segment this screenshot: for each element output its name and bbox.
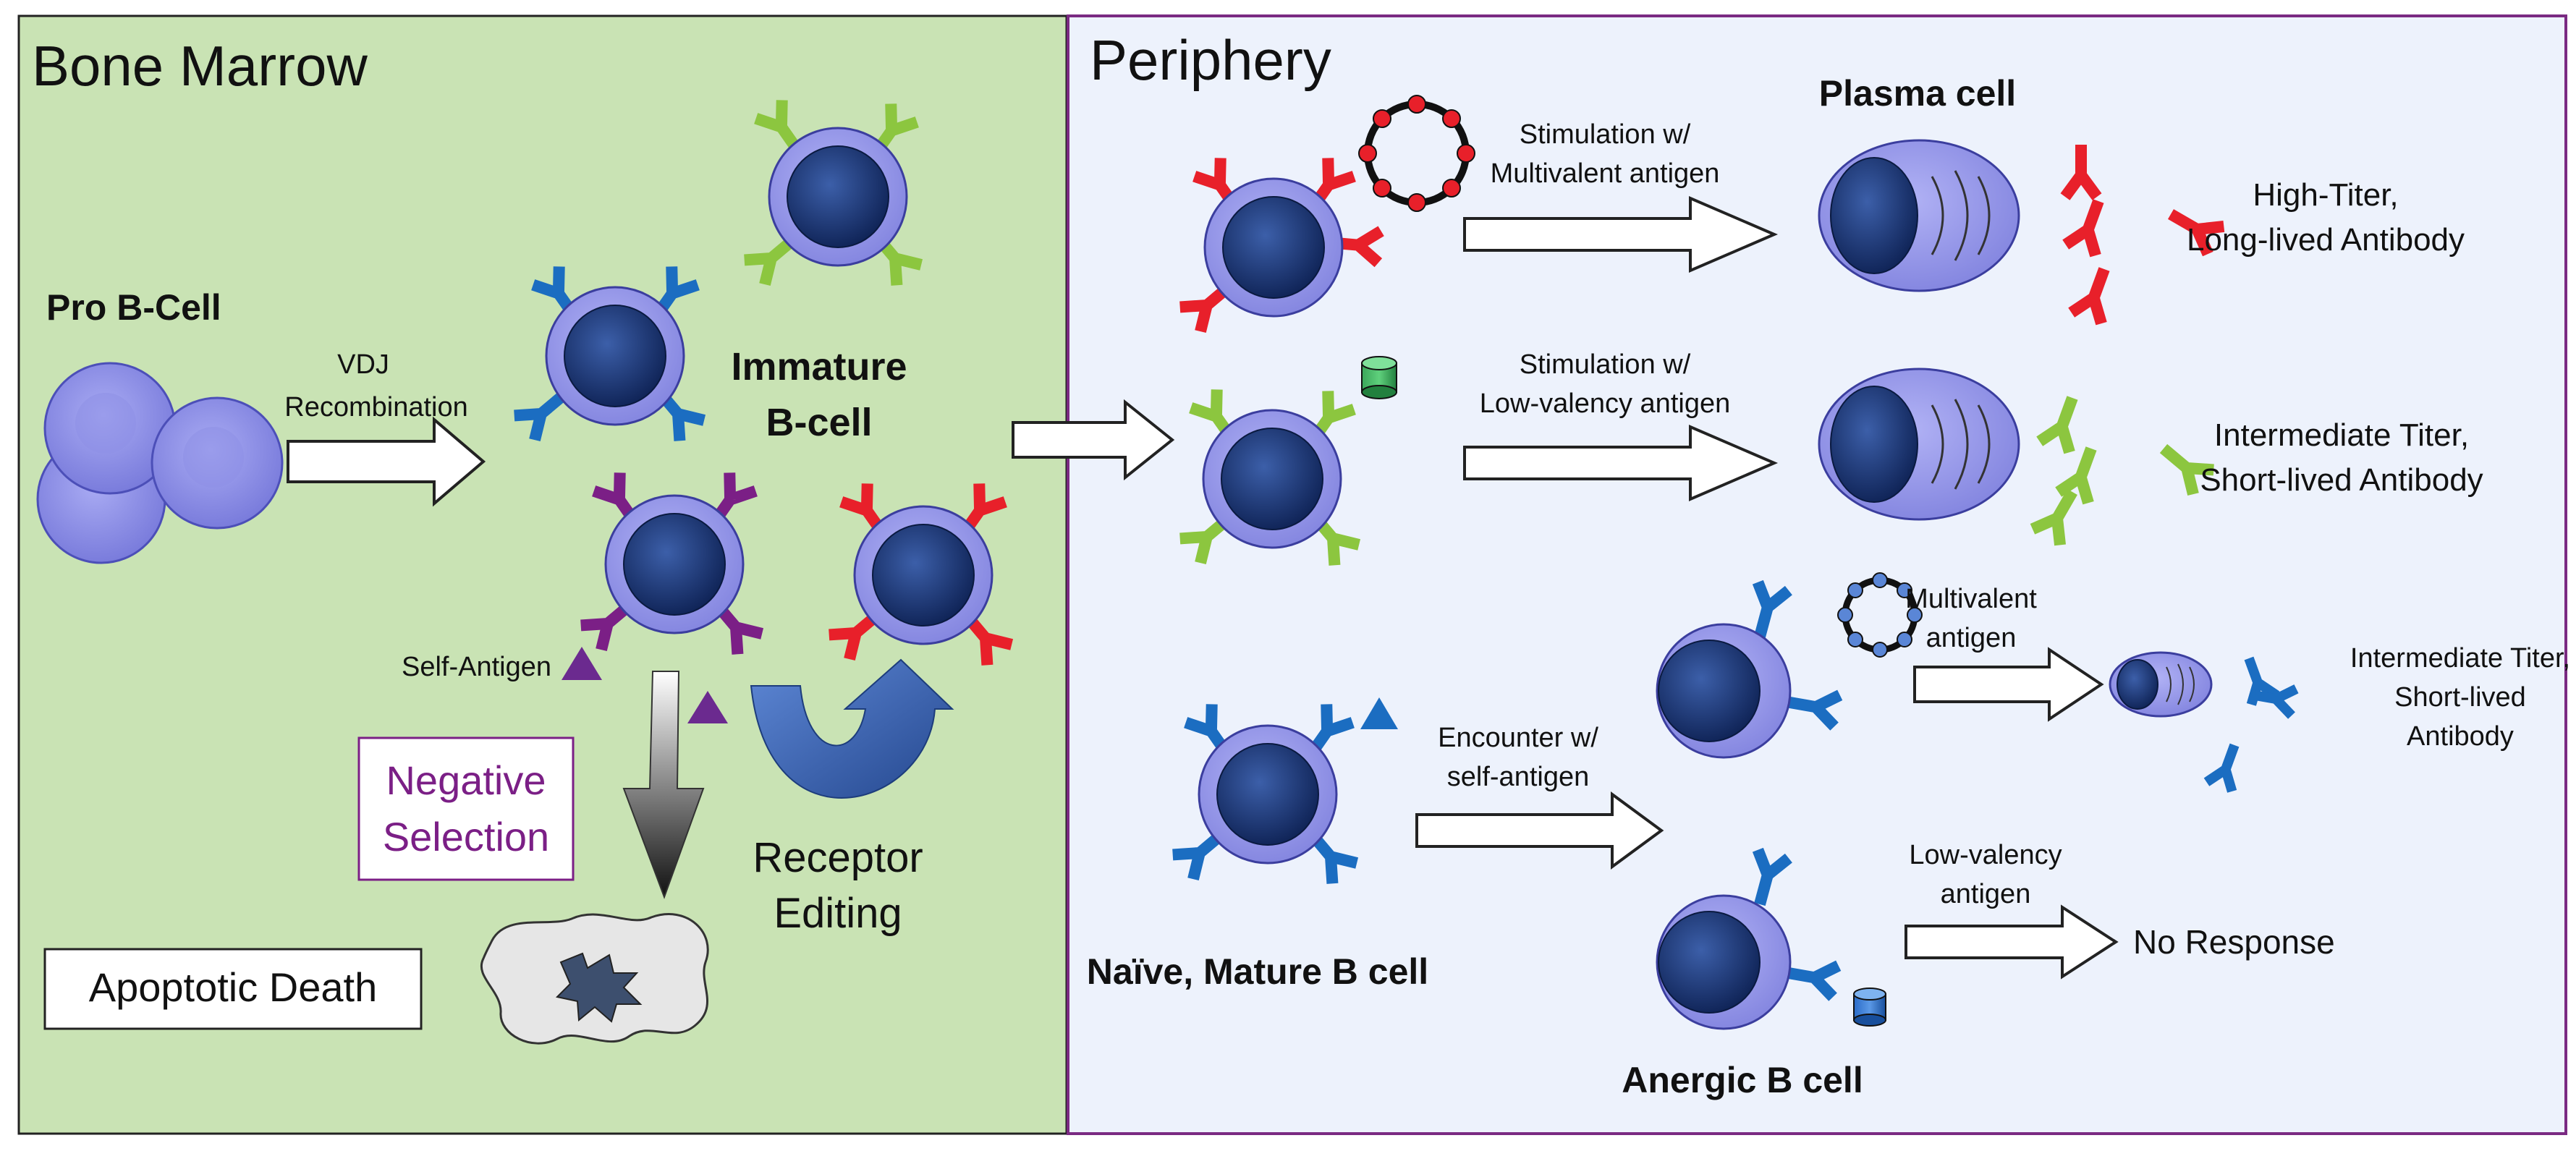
low-valency-antigen-cylinder-icon [1361,356,1397,399]
negative-selection-box [357,736,575,881]
responding-b-cell-icon [1656,582,1840,759]
anergic-b-cell-label: Anergic B cell [1622,1060,1863,1100]
apoptotic-death-label: Apoptotic Death [89,964,377,1010]
vdj-label-line2: Recombination [284,392,467,422]
encounter-self-antigen-arrow [1415,791,1664,870]
naive-mature-b-cell-label: Naïve, Mature B cell [1087,951,1428,992]
small-plasma-cell-icon [2109,651,2213,718]
immature-b-cell-purple-icon [581,472,762,654]
transition-arrow [1012,399,1175,481]
multivalent-antigen-line2: antigen [1926,623,2017,653]
stim-low-valency-line2: Low-valency antigen [1480,388,1730,419]
multivalent-antigen-arrow [1913,647,2104,722]
intermediate-titer-line1: Intermediate Titer, [2214,417,2469,453]
plasma-cell-icon-1 [1818,139,2020,292]
apoptotic-cell-icon [480,913,709,1045]
vdj-arrow [287,416,486,507]
plasma-cell-icon-2 [1818,368,2020,521]
negative-selection-line2: Selection [383,814,549,859]
no-response-label: No Response [2133,923,2335,961]
naive-mature-b-cell-icon [1173,704,1357,883]
pro-b-cell-label: Pro B-Cell [46,287,221,328]
vdj-label-line1: VDJ [337,349,389,380]
mature-b-cell-red-icon [1180,158,1381,331]
receptor-editing-line1: Receptor [753,834,923,881]
anergic-b-cell-icon [1656,850,1839,1030]
periphery-title: Periphery [1090,28,1331,92]
low-valency-antigen-line1: Low-valency [1909,840,2062,870]
stim-multivalent-line1: Stimulation w/ [1520,119,1691,150]
negative-selection-arrow [622,671,705,899]
self-antigen-triangle-icon-2 [687,691,728,723]
mature-b-cell-green-icon [1180,389,1359,565]
self-antigen-blue-triangle-icon [1360,697,1398,729]
self-antigen-triangle-icon [562,647,602,680]
multivalent-antigen-line1: Multivalent [1905,584,2037,614]
immature-b-cell-red-icon [829,483,1012,665]
pro-b-cell-icon [36,362,284,564]
receptor-editing-line2: Editing [774,890,902,937]
encounter-self-antigen-line1: Encounter w/ [1438,723,1598,753]
stim-low-valency-line1: Stimulation w/ [1520,349,1691,380]
bone-marrow-title: Bone Marrow [32,34,368,98]
intermediate-small-line3: Antibody [2407,721,2514,752]
low-valency-antigen-blue-cylinder-icon [1853,988,1886,1027]
receptor-editing-arrow [750,658,954,799]
stim-low-valency-arrow [1463,424,1779,502]
intermediate-small-line1: Intermediate Titer, [2350,643,2570,674]
low-valency-antigen-line2: antigen [1941,879,2031,909]
high-titer-line2: Long-lived Antibody [2187,222,2465,258]
immature-b-cell-label-line1: Immature [731,345,907,388]
self-antigen-label: Self-Antigen [402,652,551,682]
plasma-cell-label: Plasma cell [1819,73,2016,114]
immature-b-cell-blue-icon [514,266,704,441]
stim-multivalent-arrow [1463,195,1779,273]
intermediate-titer-line2: Short-lived Antibody [2200,462,2483,498]
immature-b-cell-label-line2: B-cell [766,401,872,444]
apoptotic-death-box [43,948,423,1030]
encounter-self-antigen-line2: self-antigen [1447,762,1589,792]
high-titer-line1: High-Titer, [2253,177,2398,213]
immature-b-cell-green-icon [745,100,921,285]
low-valency-antigen-arrow [1905,904,2119,980]
multivalent-antigen-ring-icon [1358,95,1475,212]
intermediate-small-line2: Short-lived [2394,682,2526,713]
negative-selection-line1: Negative [386,757,546,803]
multivalent-antigen-blue-ring-icon [1837,572,1923,658]
stim-multivalent-line2: Multivalent antigen [1491,158,1720,189]
